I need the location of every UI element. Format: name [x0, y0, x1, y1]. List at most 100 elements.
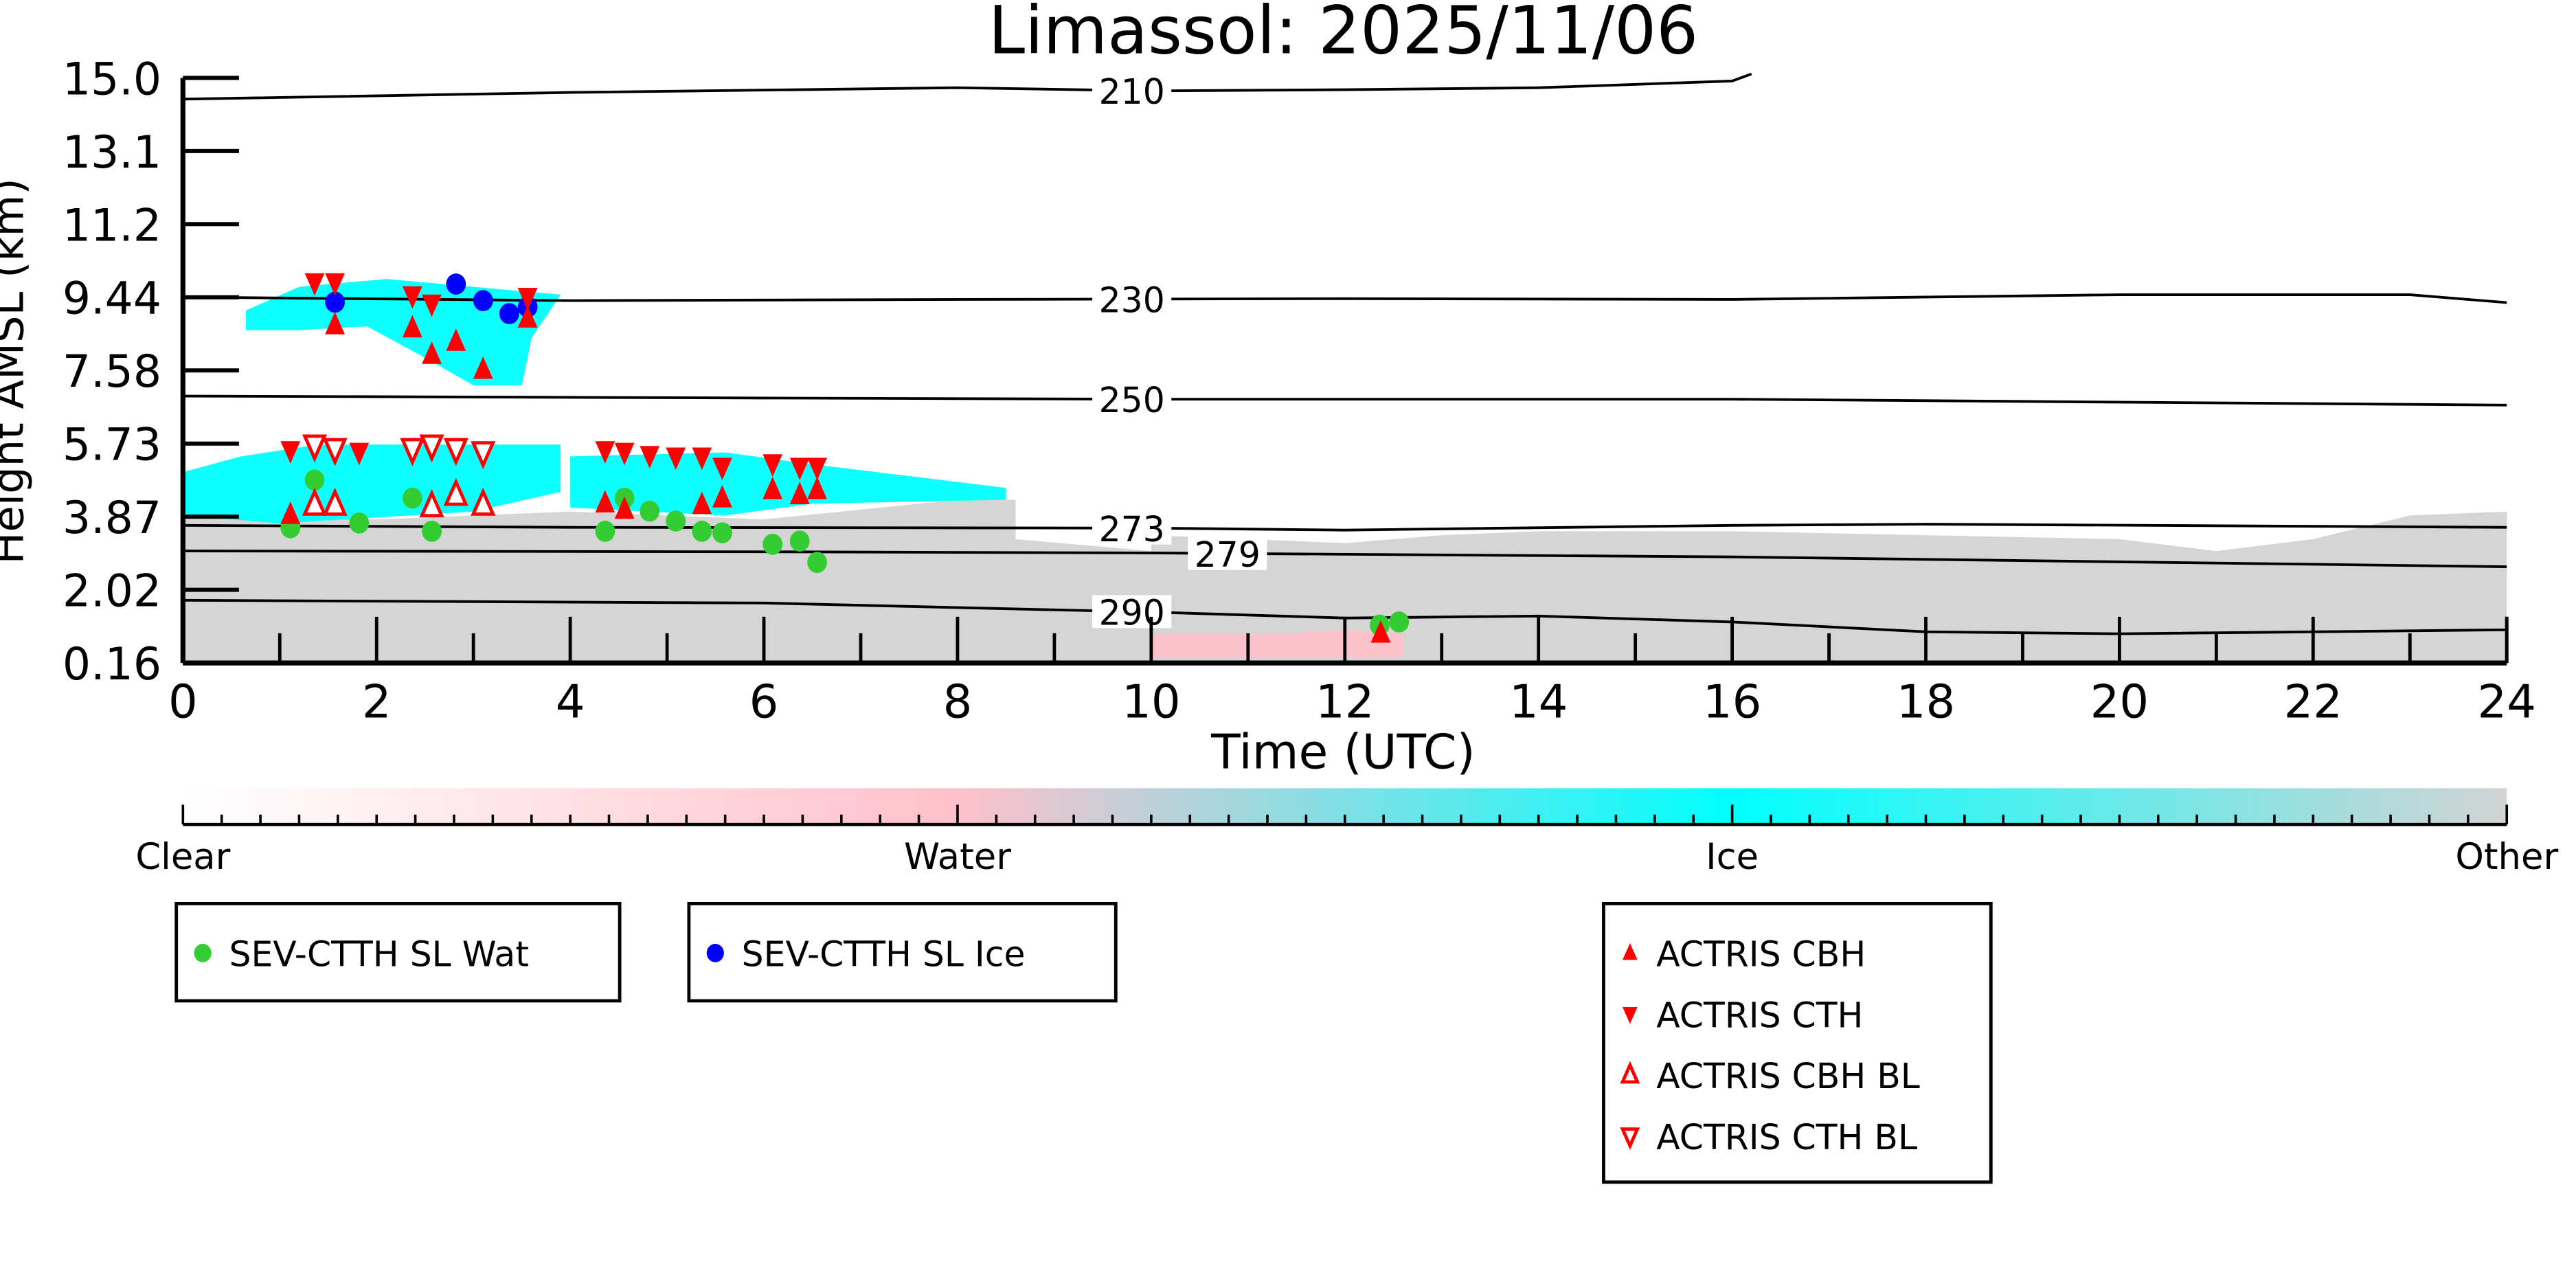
y-tick-label: 5.73: [63, 420, 161, 471]
sev-ctth-sl-ice-point: [499, 303, 519, 324]
y-tick-label: 2.02: [63, 566, 161, 618]
actris-cbh-point: [712, 484, 732, 508]
y-tick-label: 3.87: [63, 493, 161, 544]
x-tick-label: 18: [1897, 675, 1955, 728]
legend-label: SEV-CTTH SL Wat: [229, 934, 528, 975]
legend-box: SEV-CTTH SL Wat: [174, 901, 622, 1003]
sev-ctth-sl-ice-point: [446, 273, 466, 295]
x-tick-label: 4: [556, 675, 585, 728]
isotherm-label-bg: [1092, 511, 1172, 545]
mask-water: [1151, 629, 1403, 658]
actris-cth-point: [712, 457, 732, 481]
legend-marker-icon: [1623, 942, 1638, 960]
actris-cth-point: [614, 442, 635, 466]
sev-ctth-sl-wat-point: [1389, 611, 1410, 633]
legend-frame: [174, 901, 622, 1003]
actris-cth-bl-point: [322, 438, 348, 466]
legend-item: ACTRIS CBH BL: [1620, 1056, 1920, 1096]
actris-cbh-bl-point: [419, 489, 444, 518]
actris-cbh-bl-point: [322, 487, 348, 516]
y-tick-label: 15.0: [63, 54, 161, 105]
legend-box: ACTRIS CBH ACTRIS CTH ACTRIS CBH BL ACTRIS …: [1602, 901, 1993, 1184]
legend-item: SEV-CTTH SL Ice: [706, 934, 1025, 975]
sev-ctth-sl-wat-point: [304, 469, 325, 491]
isotherm-line: [183, 72, 1752, 101]
isotherm-label-bg: [1092, 282, 1172, 316]
y-tick-label: 7.58: [63, 346, 161, 398]
actris-cbh-point: [1370, 620, 1391, 643]
sev-ctth-sl-wat-point: [789, 530, 810, 552]
actris-cth-point: [692, 447, 712, 471]
isotherm-label: 273: [1099, 509, 1165, 550]
actris-cbh-point: [517, 305, 538, 328]
mask-ice: [570, 452, 1006, 516]
x-tick-label: 8: [943, 675, 973, 728]
x-tick-label: 20: [2090, 675, 2149, 728]
actris-cth-bl-point: [302, 434, 328, 463]
x-tick-label: 24: [2477, 675, 2535, 728]
isotherm-line: [183, 293, 2507, 304]
isotherm-label: 290: [1099, 593, 1165, 633]
actris-cth-bl-point: [471, 441, 496, 470]
legend-marker-icon: [706, 943, 724, 962]
actris-cbh-bl-point: [302, 487, 328, 516]
y-tick-label: 9.44: [63, 273, 161, 325]
y-tick-label: 11.2: [63, 200, 161, 251]
actris-cth-point: [640, 446, 660, 468]
sev-ctth-sl-wat-point: [402, 487, 422, 509]
x-tick-label: 22: [2284, 675, 2342, 728]
isotherm-label: 230: [1099, 280, 1165, 321]
actris-cth-point: [304, 273, 325, 296]
sev-ctth-sl-ice-point: [473, 290, 493, 311]
isotherm-label-bg: [1092, 74, 1172, 107]
legend-marker-icon: [1623, 1007, 1638, 1024]
actris-cth-point: [595, 441, 615, 464]
legend-label: ACTRIS CBH: [1656, 934, 1866, 975]
actris-cth-point: [422, 294, 442, 317]
data-points: [280, 273, 1410, 643]
sev-ctth-sl-wat-point: [692, 521, 712, 542]
actris-cth-point: [349, 442, 370, 466]
sev-ctth-sl-wat-point: [422, 521, 442, 542]
isotherm-label-bg: [1092, 383, 1172, 416]
sev-ctth-sl-wat-point: [762, 533, 783, 555]
legend-marker-icon: [1620, 1127, 1640, 1151]
colorbar-label-other: Other: [2455, 836, 2558, 878]
actris-cth-bl-point: [419, 434, 444, 463]
legend-label: ACTRIS CTH: [1656, 995, 1863, 1035]
isotherm-label: 210: [1099, 71, 1165, 112]
sev-ctth-sl-wat-point: [349, 512, 370, 534]
actris-cbh-bl-point: [471, 487, 496, 516]
actris-cth-point: [807, 457, 827, 481]
actris-cth-point: [666, 447, 686, 471]
actris-cth-bl-point: [400, 438, 425, 466]
mask-ice: [183, 444, 561, 523]
isotherm-line: [183, 550, 2507, 568]
legend-label: ACTRIS CTH BL: [1656, 1117, 1917, 1157]
legend-item: ACTRIS CTH: [1623, 995, 1863, 1035]
x-tick-label: 2: [362, 675, 392, 728]
isotherm-label-bg: [1092, 595, 1172, 629]
sev-ctth-sl-wat-point: [595, 521, 615, 542]
actris-cbh-point: [280, 501, 301, 524]
sev-ctth-sl-wat-point: [640, 500, 660, 522]
actris-cbh-point: [473, 356, 493, 379]
x-tick-label: 12: [1315, 675, 1374, 728]
colorbar-label-ice: Ice: [1706, 836, 1759, 878]
sev-ctth-sl-wat-point: [807, 552, 827, 574]
actris-cbh-point: [614, 496, 635, 519]
cloud-mask: [183, 279, 2507, 664]
mask-ice: [245, 279, 561, 386]
sev-ctth-sl-ice-point: [325, 291, 346, 313]
legend-item: SEV-CTTH SL Wat: [194, 934, 529, 975]
sev-ctth-sl-wat-point: [666, 510, 686, 532]
actris-cbh-point: [692, 491, 712, 515]
legend-box: SEV-CTTH SL Ice: [687, 901, 1118, 1003]
x-tick-label: 14: [1509, 675, 1568, 728]
actris-cth-bl-point: [443, 438, 468, 466]
x-tick-label: 10: [1122, 675, 1180, 728]
